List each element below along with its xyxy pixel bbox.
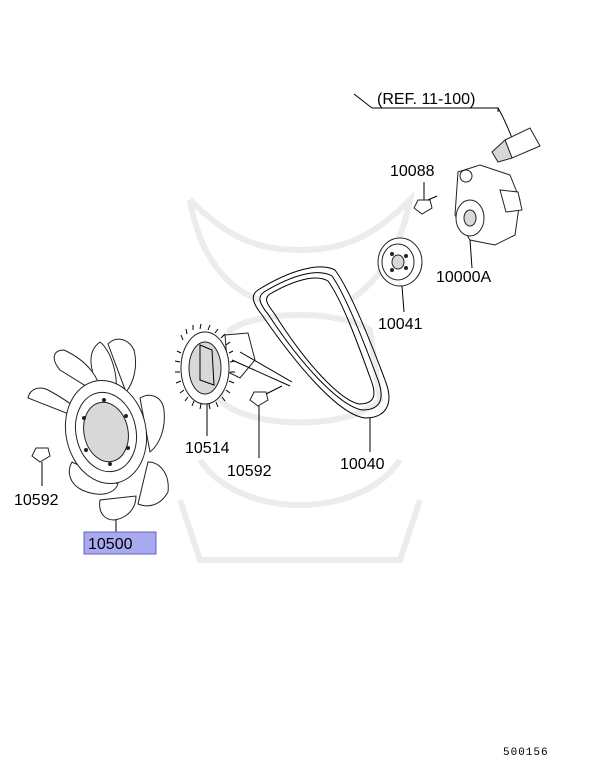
bolt-10592-mid bbox=[249, 391, 269, 418]
part-label-10500[interactable]: 10500 bbox=[88, 536, 133, 553]
bolt-10088 bbox=[413, 182, 438, 215]
bolt-10592-left bbox=[31, 447, 51, 474]
part-label-10000A[interactable]: 10000A bbox=[436, 269, 491, 286]
part-label-10088[interactable]: 10088 bbox=[390, 163, 435, 180]
diagram-code: 500156 bbox=[503, 747, 549, 759]
part-label-10040[interactable]: 10040 bbox=[340, 456, 385, 473]
ref-leader bbox=[353, 93, 513, 139]
leader-10000A bbox=[469, 239, 473, 269]
fan-clutch-10514 bbox=[174, 323, 256, 410]
power-steering-pump bbox=[454, 164, 523, 246]
part-label-10592-left[interactable]: 10592 bbox=[14, 492, 59, 509]
part-label-10514[interactable]: 10514 bbox=[185, 440, 230, 457]
cooling-fan-10500 bbox=[27, 338, 169, 521]
pulley-10041 bbox=[377, 237, 423, 287]
part-label-10041[interactable]: 10041 bbox=[378, 316, 423, 333]
ref-label: (REF. 11-100) bbox=[377, 91, 475, 108]
leader-10041 bbox=[401, 285, 405, 313]
part-label-10592-mid[interactable]: 10592 bbox=[227, 463, 272, 480]
sealant-tube bbox=[491, 127, 541, 163]
highlight-box-10500 bbox=[83, 531, 157, 555]
v-belt-10040 bbox=[252, 266, 390, 419]
